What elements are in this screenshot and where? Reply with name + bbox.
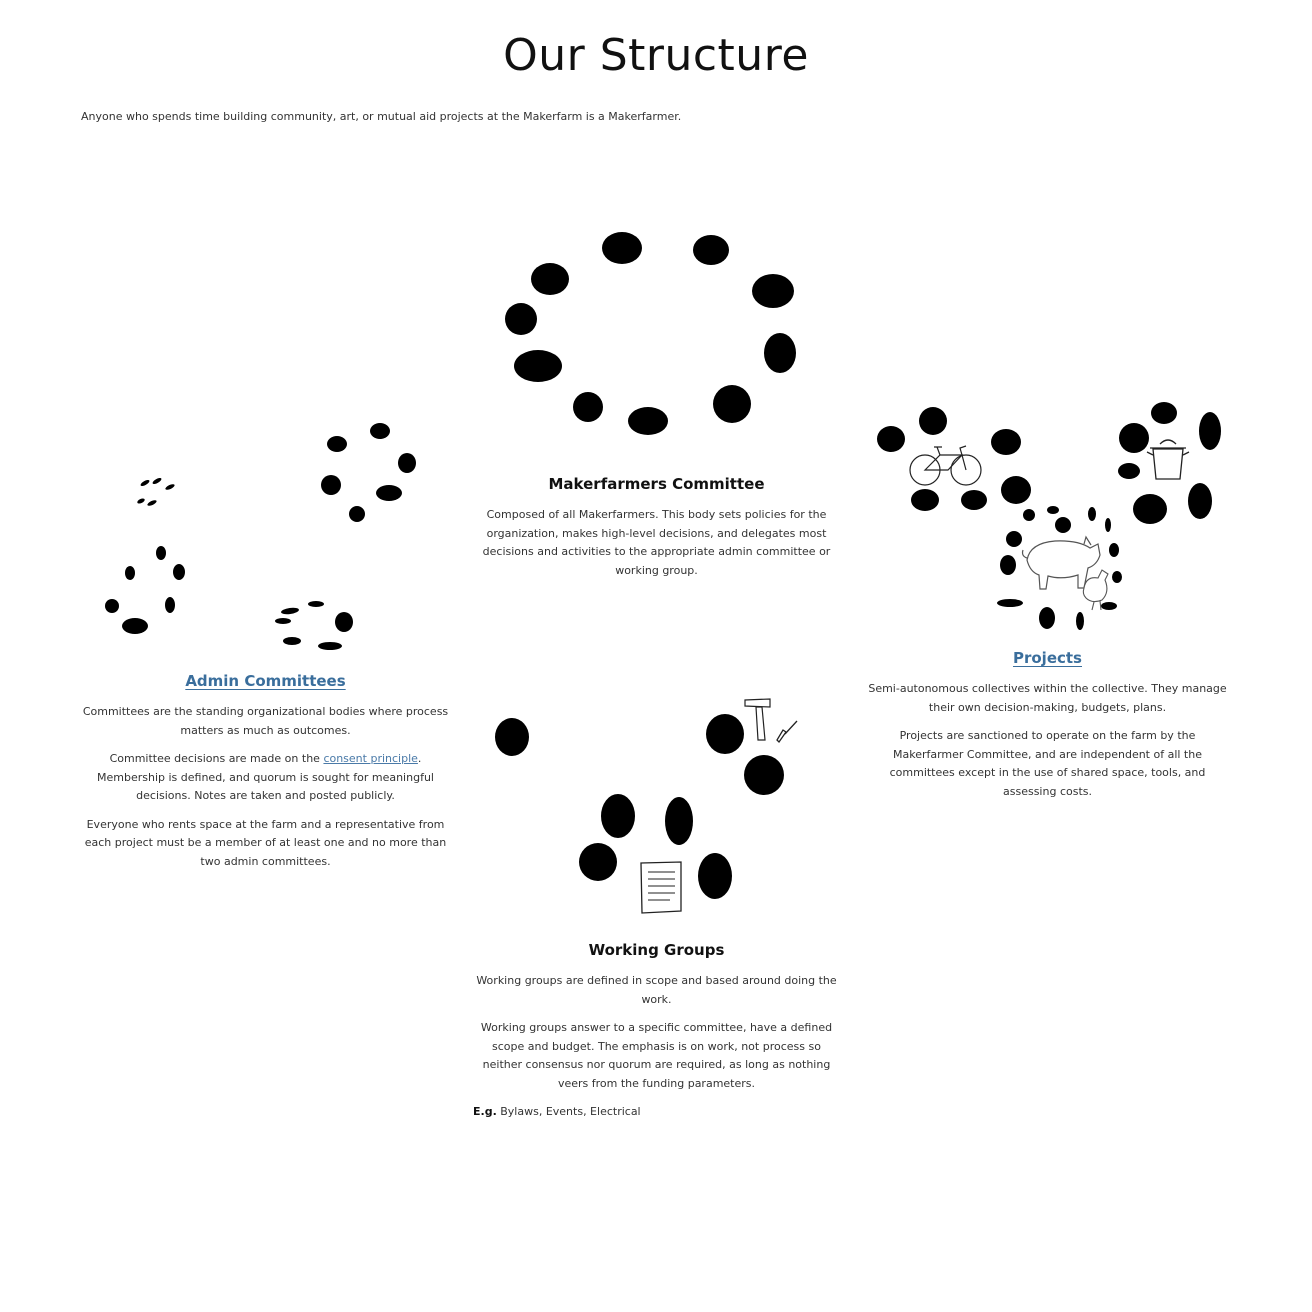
examples-label: E.g. xyxy=(473,1105,497,1118)
working-groups-examples: E.g. Bylaws, Events, Electrical xyxy=(473,1103,840,1122)
projects-p1: Semi-autonomous collectives within the c… xyxy=(868,682,1227,714)
projects-heading: Projects xyxy=(866,648,1229,668)
hammer-icon xyxy=(744,698,771,741)
working-groups-heading: Working Groups xyxy=(588,941,725,959)
admin-committees-heading: Admin Committees xyxy=(80,671,451,691)
working-groups-p1: Working groups are defined in scope and … xyxy=(476,974,837,1006)
chicken-icon xyxy=(1082,569,1109,611)
cooking-pot-icon xyxy=(1146,439,1190,480)
page-title: Our Structure xyxy=(503,30,809,81)
working-groups-section: Working Groups Working groups are define… xyxy=(473,940,840,1132)
bicycle-icon xyxy=(909,445,982,486)
admin-committees-p2: Committee decisions are made on the cons… xyxy=(97,752,434,802)
screwdriver-icon xyxy=(776,720,798,744)
projects-link[interactable]: Projects xyxy=(1012,649,1082,667)
document-icon xyxy=(640,861,682,914)
projects-p2: Projects are sanctioned to operate on th… xyxy=(889,729,1206,798)
projects-section: Projects Semi-autonomous collectives wit… xyxy=(866,648,1229,811)
admin-committees-p1: Committees are the standing organization… xyxy=(82,705,449,737)
admin-committees-p3: Everyone who rents space at the farm and… xyxy=(84,817,447,868)
makerfarmers-committee-section: Makerfarmers Committee Composed of all M… xyxy=(473,474,840,590)
admin-committees-section: Admin Committees Committees are the stan… xyxy=(80,671,451,881)
consent-principle-link[interactable]: consent principle xyxy=(323,752,418,765)
pig-icon xyxy=(1021,535,1101,590)
makerfarmers-committee-description: Composed of all Makerfarmers. This body … xyxy=(482,508,831,577)
examples-list: Bylaws, Events, Electrical xyxy=(500,1105,641,1118)
working-groups-p2: Working groups answer to a specific comm… xyxy=(480,1021,833,1090)
admin-committees-link[interactable]: Admin Committees xyxy=(185,672,346,690)
makerfarmers-committee-heading: Makerfarmers Committee xyxy=(548,475,765,493)
intro-text: Anyone who spends time building communit… xyxy=(81,110,682,123)
